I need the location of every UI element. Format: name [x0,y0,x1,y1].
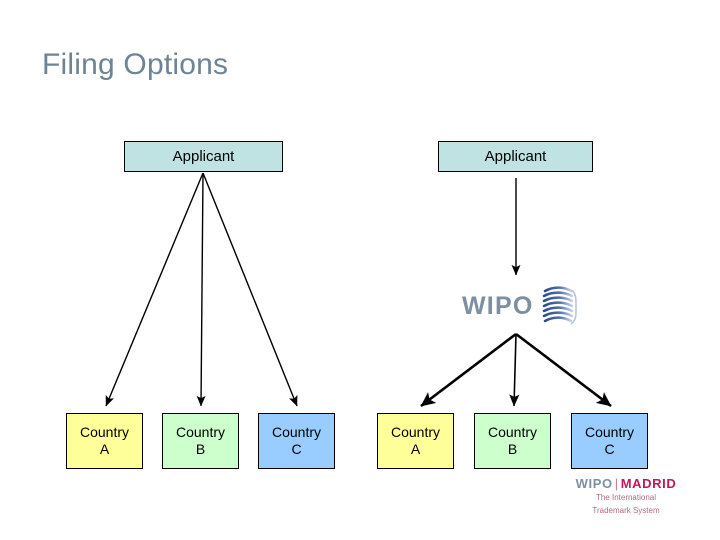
applicant-label-right: Applicant [484,147,547,165]
country-label-line2: B [195,441,206,457]
wipo-wordmark: WIPO [462,291,534,320]
country-label-line2: C [604,441,615,457]
arrow-wipo-to-country-c [515,332,612,408]
arrow-wipo-to-country-a [420,332,517,408]
madrid-tagline-line1: The International [595,493,657,503]
applicant-box-right[interactable]: Applicant [438,141,593,172]
country-label-line2: A [99,441,110,457]
country-box-left-a[interactable]: Country A [66,413,143,469]
country-box-left-c[interactable]: Country C [258,413,335,469]
country-label-line1: Country [79,424,130,441]
right-connectors [420,178,612,408]
country-label-line1: Country [271,424,322,441]
applicant-label-left: Applicant [172,147,235,165]
madrid-logo-title: WIPO|MADRID [556,476,696,491]
country-label-line1: Country [390,424,441,441]
country-label-line1: Country [584,424,635,441]
arrow-left-applicant-to-country-c [202,172,298,407]
applicant-box-left[interactable]: Applicant [124,141,283,172]
wipo-coil-emblem [543,286,578,325]
country-label-line2: C [291,441,302,457]
country-label-line2: A [410,441,421,457]
country-box-left-b[interactable]: Country B [162,413,239,469]
left-connectors [105,172,298,407]
country-box-right-b[interactable]: Country B [474,413,551,469]
madrid-brand: WIPO [575,476,613,491]
madrid-product: MADRID [620,476,677,491]
arrow-left-applicant-to-country-a [105,172,204,407]
country-box-right-a[interactable]: Country A [377,413,454,469]
arrow-wipo-to-country-b [509,333,520,407]
madrid-tagline-line2: Trademark System [592,506,660,516]
arrow-left-applicant-to-country-b [196,172,206,407]
madrid-separator: | [614,476,619,491]
country-label-line1: Country [175,424,226,441]
wipo-logo: WIPO [462,282,584,330]
country-label-line1: Country [487,424,538,441]
page-title: Filing Options [42,48,229,81]
country-box-right-c[interactable]: Country C [571,413,648,469]
country-label-line2: B [507,441,518,457]
wipo-madrid-footer-logo: WIPO|MADRID The International Trademark … [556,476,696,517]
